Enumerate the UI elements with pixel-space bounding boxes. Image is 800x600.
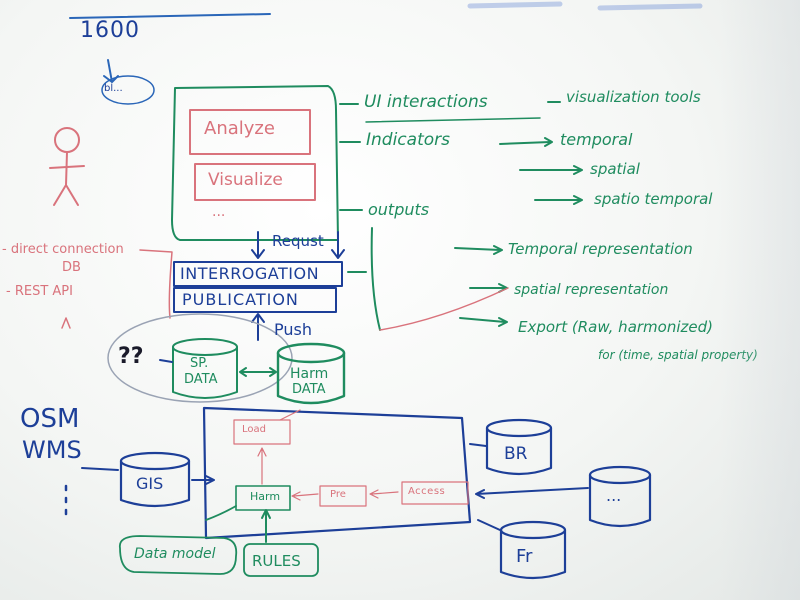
processing-box [202, 406, 472, 540]
harm-box [235, 485, 291, 511]
ui-interactions-label: UI interactions [364, 92, 488, 112]
temporal-representation-label: Temporal representation [508, 240, 693, 258]
out-arrow-3 [459, 317, 508, 327]
osm-label: OSM [20, 404, 80, 434]
gis-cylinder [119, 451, 191, 508]
qq-arrow [159, 359, 173, 363]
top-number: 1600 [80, 18, 140, 43]
br-arrow [469, 443, 487, 447]
ui-underline [365, 117, 541, 123]
harm-data-label-1: Harm [290, 366, 329, 382]
load-up-arrow [279, 409, 301, 421]
harm-process-label: Harm [250, 490, 281, 503]
top-underline [69, 13, 271, 19]
harm-data-label-2: DATA [292, 382, 326, 397]
request-label: Requst [272, 232, 324, 250]
gis-arrow [191, 475, 215, 485]
analyze-box [189, 109, 311, 155]
db-label: DB [62, 260, 81, 275]
wms-label: WMS [22, 436, 82, 464]
spatial-label: spatial [590, 160, 640, 178]
sp-data-oval [107, 313, 293, 403]
indicators-label: Indicators [366, 130, 450, 150]
br-cylinder [485, 418, 553, 476]
interrogation-label: INTERROGATION [180, 264, 320, 283]
dots-arrow [475, 487, 589, 499]
small-mark [61, 317, 71, 329]
publication-box [173, 287, 337, 313]
export-line-2: for (time, spatial property) [598, 348, 758, 362]
out-arrow-1 [454, 245, 503, 255]
top-right-smudge [467, 1, 703, 11]
outputs-bracket [370, 227, 381, 331]
dots-db-label: ... [606, 486, 622, 505]
sp-harm-arrow [239, 367, 277, 377]
push-arrow [251, 313, 265, 341]
br-label: BR [504, 444, 528, 464]
ui-links [339, 103, 367, 273]
question-marks: ?? [118, 344, 144, 369]
indicators-arrows [499, 137, 583, 205]
direct-connection-label: - direct connection [2, 242, 124, 257]
red-connector [139, 249, 173, 319]
pre-label: Pre [330, 489, 346, 500]
visualization-tools-label: visualization tools [566, 88, 701, 106]
bl-bubble [101, 75, 155, 105]
fr-arrow [477, 519, 501, 531]
sp-data-label-2: DATA [184, 372, 218, 387]
load-label: Load [242, 424, 266, 435]
gis-label: GIS [136, 474, 164, 493]
request-arrow-1 [251, 231, 265, 259]
export-line-1: Export (Raw, harmonized) [518, 318, 713, 336]
push-label: Push [274, 320, 312, 339]
inner-arrows [257, 447, 399, 501]
pre-box [319, 485, 367, 507]
wms-gis-line [81, 467, 119, 471]
spatial-representation-label: spatial representation [514, 282, 669, 298]
red-output-link [379, 287, 509, 331]
rest-api-label: - REST API [6, 284, 73, 299]
light-glare [720, 0, 800, 600]
publication-label: PUBLICATION [182, 290, 299, 309]
rules-box [243, 543, 319, 577]
data-model-bubble [118, 535, 238, 575]
top-small-note: bl... [104, 83, 123, 94]
stick-figure [49, 127, 85, 206]
fr-label: Fr [516, 546, 533, 567]
access-box [401, 481, 469, 505]
dots-cylinder [588, 465, 652, 528]
frame-ellipsis: ... [212, 204, 226, 220]
interrogation-box [173, 261, 343, 287]
load-box [233, 419, 291, 445]
data-model-label: Data model [134, 546, 216, 562]
visualize-label: Visualize [208, 170, 283, 190]
spatio-temporal-label: spatio temporal [594, 190, 713, 208]
sp-data-label-1: SP. [190, 356, 209, 371]
access-label: Access [408, 486, 446, 497]
fr-cylinder [499, 520, 567, 580]
request-arrow-2 [331, 231, 345, 259]
analyze-label: Analyze [204, 118, 275, 139]
harm-data-cylinder [276, 342, 346, 405]
outputs-label: outputs [368, 200, 430, 219]
sp-data-cylinder [172, 338, 238, 399]
rules-up-arrow [261, 509, 271, 543]
model-up-arrow [205, 505, 237, 521]
rules-label: RULES [252, 552, 301, 570]
temporal-label: temporal [560, 130, 633, 149]
visualize-box [194, 163, 316, 201]
